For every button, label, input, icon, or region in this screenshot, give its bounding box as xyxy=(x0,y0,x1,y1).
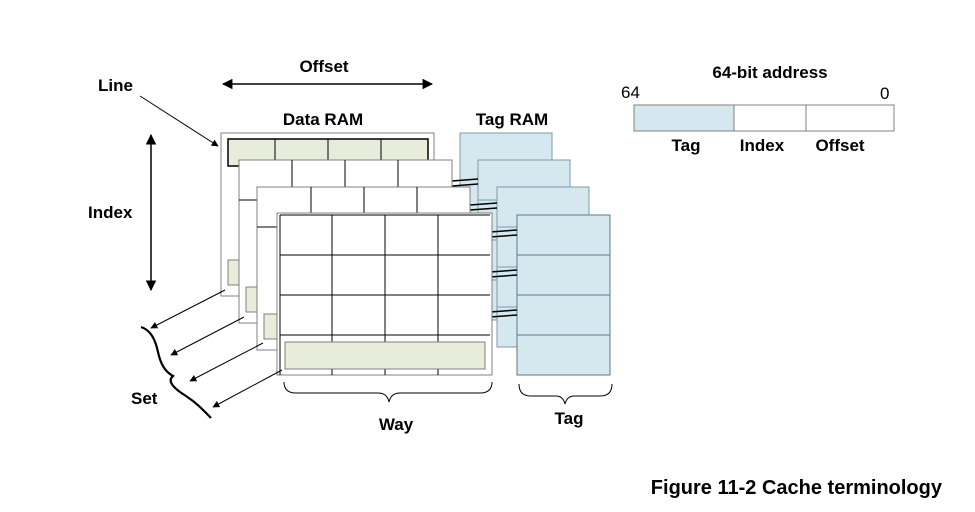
data-ram-stacks xyxy=(220,132,493,376)
address-high-bit: 64 xyxy=(621,83,640,102)
address-field-index-label: Index xyxy=(740,136,785,155)
figure-caption: Figure 11-2 Cache terminology xyxy=(651,477,943,499)
address-title: 64-bit address xyxy=(712,63,827,82)
data-ram-label: Data RAM xyxy=(283,110,363,129)
way-brace xyxy=(283,381,493,403)
address-layout: 64-bit address 64 0 Tag Index Offset xyxy=(621,63,895,155)
set-brace xyxy=(140,325,212,419)
address-tag-field xyxy=(633,104,735,132)
address-field-tag-label: Tag xyxy=(672,136,701,155)
way-label: Way xyxy=(379,415,414,434)
line-label: Line xyxy=(98,76,133,95)
tag-ram-stacks xyxy=(459,132,611,376)
address-offset-field xyxy=(805,104,895,132)
tag-bottom-label: Tag xyxy=(555,409,584,428)
line-pointer-arrow xyxy=(139,95,219,147)
index-label: Index xyxy=(88,203,133,222)
ram-connectors xyxy=(451,178,518,318)
data-ram-block-4 xyxy=(276,212,493,376)
tag-ram-label: Tag RAM xyxy=(476,110,548,129)
address-low-bit: 0 xyxy=(880,84,889,103)
set-label: Set xyxy=(131,389,158,408)
offset-label: Offset xyxy=(299,57,348,76)
tag-brace xyxy=(518,383,613,405)
address-field-offset-label: Offset xyxy=(815,136,864,155)
tag-ram-block-4 xyxy=(516,214,611,376)
address-index-field xyxy=(733,104,807,132)
set-arrows xyxy=(150,289,283,408)
